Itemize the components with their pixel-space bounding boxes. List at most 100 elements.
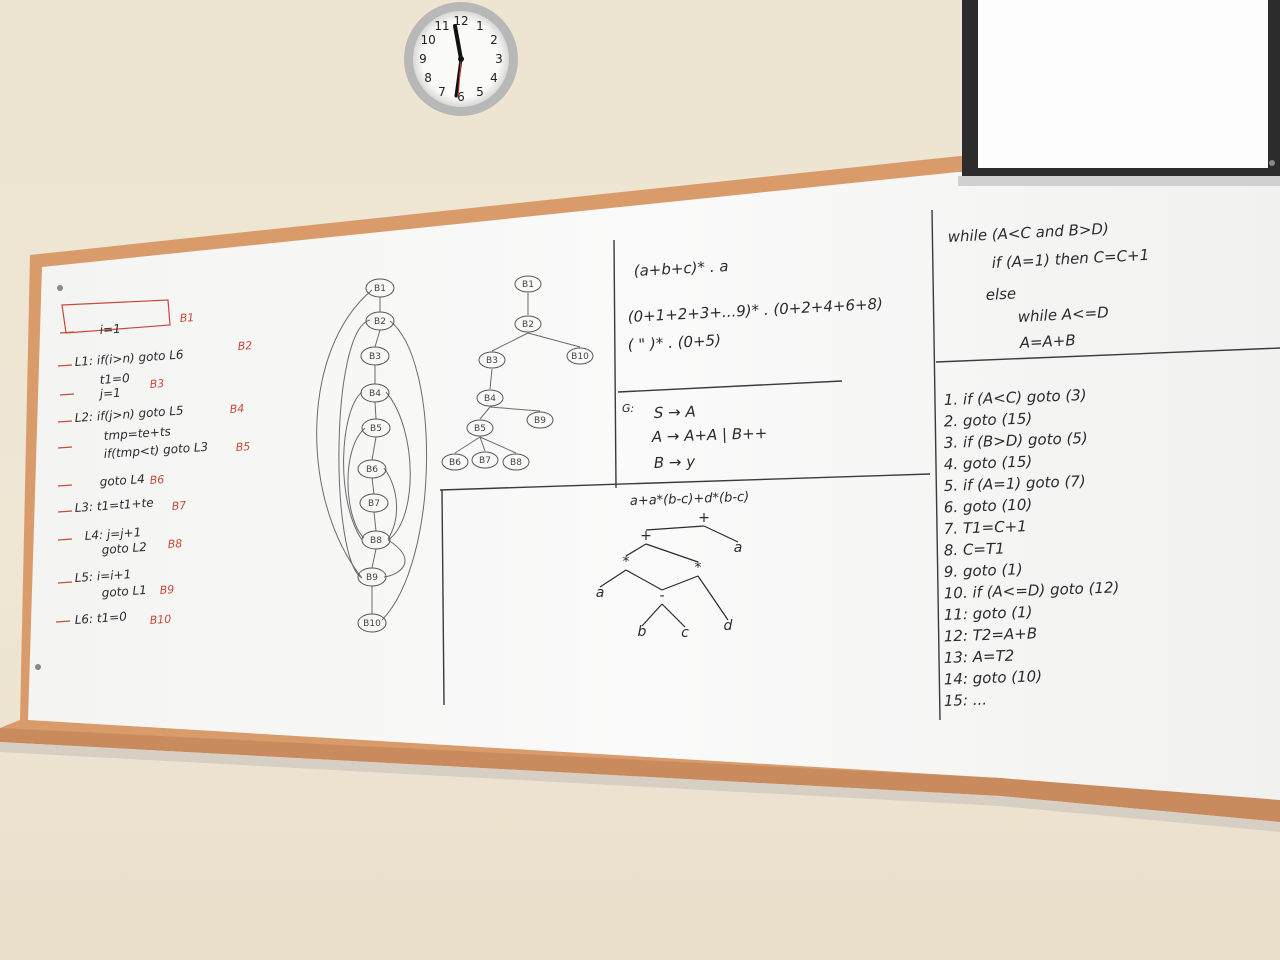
dom-edge [491, 332, 529, 352]
flow-edge [371, 436, 377, 461]
divider-vertical-2 [441, 489, 445, 706]
dom-node [514, 275, 542, 293]
red-arrow [57, 484, 73, 487]
dom-node [441, 453, 469, 471]
flow-node-label: B7 [368, 499, 380, 509]
block-label: B7 [171, 499, 186, 513]
expr-node: + [698, 510, 710, 526]
dom-node-label: B8 [510, 458, 522, 468]
code-line: L5: i=i+1 [74, 567, 131, 585]
while-line: A=A+B [1018, 331, 1076, 352]
dom-node-label: B3 [486, 356, 498, 366]
red-arrow [57, 420, 73, 423]
clock-numeral: 12 [453, 14, 468, 28]
flow-edge [374, 401, 377, 420]
expression-text: a+a*(b-c)+d*(b-c) [630, 490, 750, 509]
clock-numeral: 4 [490, 71, 498, 85]
flow-node [361, 418, 391, 438]
block-label: B3 [149, 377, 164, 391]
dom-node [466, 419, 494, 437]
dom-node-label: B10 [571, 352, 589, 362]
dom-node [514, 315, 542, 333]
tac-line: 9. goto (1) [944, 560, 1023, 581]
flow-node [360, 383, 390, 403]
clock-numeral: 10 [420, 33, 435, 47]
dom-edge [479, 436, 517, 454]
clock-numeral: 6 [457, 90, 465, 104]
red-arrow [57, 581, 73, 584]
code-line: t1=0 [99, 371, 130, 387]
flow-back-edge [316, 289, 373, 579]
tac-line: 4. goto (15) [944, 452, 1033, 473]
block-label: B1 [179, 311, 194, 325]
dom-node-label: B4 [484, 394, 496, 404]
while-line: else [985, 284, 1016, 304]
red-arrow [59, 331, 75, 334]
expr-edge [625, 543, 647, 557]
expr-edge [641, 603, 663, 627]
dom-node [476, 389, 504, 407]
flow-node-label: B10 [363, 619, 381, 629]
flow-back-edge [347, 427, 366, 539]
divider-vertical-1 [613, 239, 617, 489]
dom-node [471, 451, 499, 469]
dom-edge [479, 436, 486, 452]
block-label: B2 [237, 339, 252, 353]
grammar-label: G: [622, 402, 634, 415]
divider-horizontal-2 [617, 380, 843, 393]
flow-node-label: B3 [369, 352, 381, 362]
dom-edge [479, 406, 491, 420]
dom-node [566, 347, 594, 365]
regex-line: ( " )* . (0+5) [627, 331, 721, 354]
expr-node: * [695, 560, 702, 576]
expr-node: - [659, 588, 664, 604]
red-arrow [59, 393, 75, 396]
three-address-code: 1. if (A<C) goto (3)2. goto (15)3. if (B… [944, 386, 1120, 710]
clock-numeral: 11 [434, 19, 449, 33]
flow-back-edge [381, 320, 428, 621]
flow-node [357, 613, 387, 633]
block-label: B6 [149, 473, 164, 487]
code-line: L3: t1=t1+te [74, 496, 154, 515]
tac-line: 14: goto (10) [944, 667, 1043, 688]
code-line: L4: j=j+1 [84, 525, 141, 543]
expr-edge [697, 575, 729, 621]
red-arrow [55, 620, 71, 623]
grammar-line: S → A [654, 403, 696, 422]
tac-line: 15: ... [944, 691, 988, 710]
dom-node [526, 411, 554, 429]
hour-hand [453, 24, 463, 61]
block-label: B10 [149, 613, 171, 627]
tac-line: 5. if (A=1) goto (7) [944, 472, 1086, 495]
dom-node [502, 453, 530, 471]
flow-edge [373, 511, 377, 532]
code-line: tmp=te+ts [103, 424, 171, 443]
expr-edge [625, 569, 663, 591]
tac-line: 8. C=T1 [944, 539, 1005, 559]
expr-node: + [640, 528, 652, 544]
flow-back-edge [343, 391, 363, 541]
magnet [35, 664, 41, 670]
tac-line: 2. goto (15) [944, 409, 1033, 430]
second-hand [457, 58, 462, 99]
flow-node-label: B5 [370, 424, 382, 434]
flow-edge [374, 329, 381, 348]
flow-edge [371, 548, 377, 569]
tac-line: 3. if (B>D) goto (5) [944, 429, 1088, 452]
expr-node: c [681, 625, 689, 641]
flow-back-edge [385, 391, 411, 541]
code-line: i=1 [99, 322, 121, 337]
flow-node [360, 346, 390, 366]
flow-node-label: B6 [366, 465, 378, 475]
expr-node: * [623, 554, 630, 570]
dom-node-label: B5 [474, 424, 486, 434]
board-tray [0, 728, 1280, 822]
code-line: L6: t1=0 [74, 609, 127, 627]
flow-node [365, 278, 395, 298]
flow-node [357, 459, 387, 479]
expr-edge [599, 569, 627, 588]
regex-line: (a+b+c)* . a [633, 257, 729, 280]
dom-edge [527, 332, 581, 348]
